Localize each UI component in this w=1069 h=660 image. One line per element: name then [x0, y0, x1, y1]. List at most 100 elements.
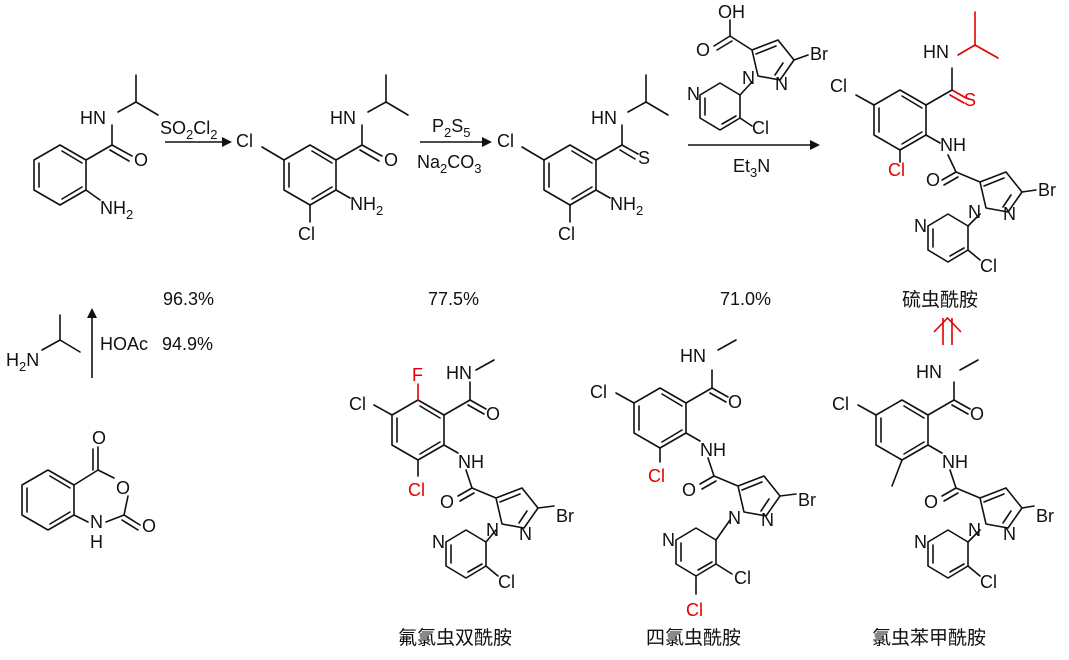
analog1-pyridine-n-label: N	[432, 532, 445, 552]
analog1-o-label: O	[486, 404, 500, 424]
analog3-hn-label: HN	[916, 362, 942, 382]
thio-s-label: S	[638, 148, 650, 168]
analog2-o-label: O	[728, 392, 742, 412]
compound-analog-chlorantraniliprole: HN O Cl NH O Br N N N Cl	[832, 359, 1054, 592]
anhydride-n-label: N	[90, 512, 103, 532]
reaction-arrow-3: Et3N	[688, 140, 820, 180]
reagent-p2s5: P2S5	[432, 116, 471, 140]
acid-o-label: O	[696, 40, 710, 60]
analog2-pyridine-n-label: N	[662, 530, 675, 550]
amine-nh2-label-3: NH2	[610, 194, 643, 218]
product-o-label: O	[926, 170, 940, 190]
analog2-br-label: Br	[798, 490, 816, 510]
compound-analog-fluoro: F HN O Cl Cl NH O Br N N N Cl	[349, 359, 574, 592]
analog3-cl-label-1: Cl	[832, 394, 849, 414]
analog2-cl-label-2: Cl	[648, 466, 665, 486]
analog1-cl-label-1: Cl	[349, 394, 366, 414]
product-cl-label-2: Cl	[888, 160, 905, 180]
pyridine-n-label: N	[687, 84, 700, 104]
analog2-cl-label-4: Cl	[686, 600, 703, 620]
br-label-reagent: Br	[810, 44, 828, 64]
anhydride-o-label-1: O	[92, 428, 106, 448]
analog3-name: 氯虫苯甲酰胺	[872, 627, 986, 649]
compound-product-thio-amide: HN S Cl Cl NH O Br N N N Cl	[830, 11, 1056, 276]
compound-isopropylamine: H2N	[6, 314, 81, 374]
yield-step2: 77.5%	[428, 289, 479, 309]
reagent-hoac: HOAc	[100, 334, 148, 354]
reaction-arrow-2: P2S5 Na2CO3	[417, 116, 492, 176]
isopropylamine-h2n-label: H2N	[6, 350, 39, 374]
compound-dichloro-benzamide: HN O Cl Cl NH2	[236, 74, 409, 244]
yield-step1: 96.3%	[163, 289, 214, 309]
anhydride-o-label-2: O	[116, 478, 130, 498]
compound-amino-isopropylbenzamide: HN O NH2	[33, 74, 159, 222]
product-n1-label: N	[968, 202, 981, 222]
cl-label-2b: Cl	[298, 224, 315, 244]
reagent-so2cl2: SO2Cl2	[160, 118, 217, 142]
analog2-name: 四氯虫酰胺	[646, 627, 741, 649]
carbonyl-o-label: O	[134, 150, 148, 170]
amine-nh2-label: NH2	[100, 198, 133, 222]
analog1-o2-label: O	[440, 492, 454, 512]
analog2-o2-label: O	[682, 480, 696, 500]
analog2-cl-label-1: Cl	[590, 382, 607, 402]
analog2-n2-label: N	[761, 510, 774, 530]
yield-step3: 71.0%	[720, 289, 771, 309]
analog1-f-label: F	[412, 365, 423, 385]
product-pyridine-n-label: N	[914, 216, 927, 236]
cl-label-reagent: Cl	[752, 118, 769, 138]
cl-label-2a: Cl	[236, 131, 253, 151]
amine-nh2-label-2: NH2	[350, 194, 383, 218]
anhydride-h-label: H	[90, 532, 103, 552]
reagent-et3n: Et3N	[733, 156, 770, 180]
pyrazole-n2-label: N	[775, 74, 788, 94]
analog2-nh-label: NH	[700, 440, 726, 460]
analog3-pyridine-cl-label: Cl	[980, 572, 997, 592]
reagent-pyrazole-acid: OH O Br N N N Cl	[687, 2, 828, 138]
analog1-name: 氟氯虫双酰胺	[398, 627, 512, 649]
product-name: 硫虫酰胺	[902, 289, 978, 311]
product-n2-label: N	[1003, 204, 1016, 224]
analog3-pyridine-n-label: N	[914, 532, 927, 552]
analog2-hn-label: HN	[680, 346, 706, 366]
product-nh-label: NH	[940, 135, 966, 155]
analog2-cl-label-3: Cl	[734, 568, 751, 588]
analog3-n1-label: N	[968, 520, 981, 540]
cl-label-3a: Cl	[497, 131, 514, 151]
analog1-nh-label: NH	[458, 452, 484, 472]
product-s-label: S	[964, 90, 976, 110]
amide-nh-label-3: HN	[591, 108, 617, 128]
anhydride-o-label-3: O	[142, 516, 156, 536]
reaction-arrow-up: HOAc 94.9%	[87, 308, 213, 378]
carbonyl-o-label-2: O	[384, 150, 398, 170]
acid-oh-label: OH	[718, 2, 745, 22]
analog1-hn-label: HN	[446, 363, 472, 383]
product-cl-label-1: Cl	[830, 76, 847, 96]
analog1-br-label: Br	[556, 506, 574, 526]
product-hn-label: HN	[923, 42, 949, 62]
product-br-label: Br	[1038, 180, 1056, 200]
reaction-arrow-1: SO2Cl2	[160, 118, 232, 147]
analog1-n1-label: N	[486, 520, 499, 540]
analog1-n2-label: N	[519, 524, 532, 544]
analog3-nh-label: NH	[942, 452, 968, 472]
reagent-na2co3: Na2CO3	[417, 152, 481, 176]
compound-analog-tetrachloro: HN O Cl Cl NH O Br N N N Cl Cl	[590, 339, 816, 620]
compound-thioamide: HN S Cl Cl NH2	[497, 74, 669, 244]
analog1-cl-label-2: Cl	[408, 480, 425, 500]
pyrazole-n1-label: N	[742, 68, 755, 88]
analog1-pyridine-cl-label: Cl	[498, 572, 515, 592]
analog3-o2-label: O	[924, 492, 938, 512]
amide-nh-label-2: HN	[330, 108, 356, 128]
analog3-br-label: Br	[1036, 506, 1054, 526]
analog2-n1-label: N	[728, 508, 741, 528]
yield-amine-step: 94.9%	[162, 334, 213, 354]
product-pyridine-cl-label: Cl	[980, 256, 997, 276]
amide-nh-label: HN	[80, 108, 106, 128]
red-double-arrow-up	[933, 316, 962, 345]
analog3-n2-label: N	[1003, 524, 1016, 544]
cl-label-3b: Cl	[558, 224, 575, 244]
compound-isatoic-anhydride: O O O N H	[21, 428, 156, 552]
analog3-o-label: O	[970, 404, 984, 424]
